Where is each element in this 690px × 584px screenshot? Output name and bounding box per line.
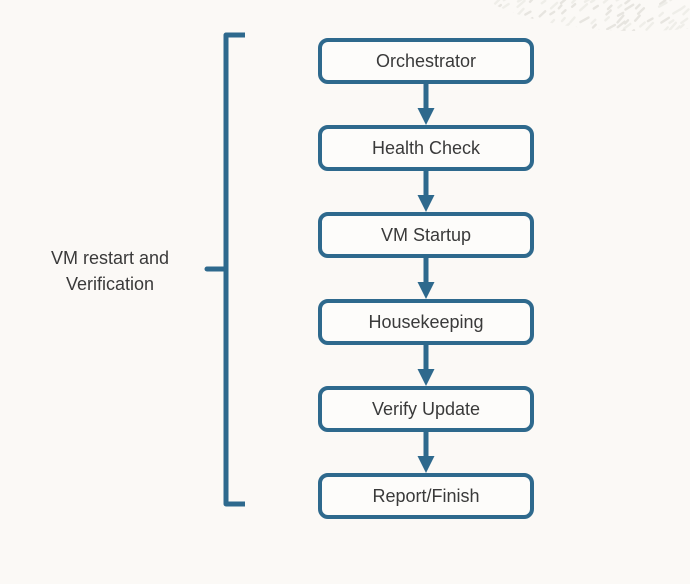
bracket-label: VM restart and Verification bbox=[15, 245, 205, 297]
flow-node: Housekeeping bbox=[318, 299, 534, 345]
flow-node: Orchestrator bbox=[318, 38, 534, 84]
bracket-label-line2: Verification bbox=[65, 274, 155, 294]
flow-node: VM Startup bbox=[318, 212, 534, 258]
down-arrow-icon bbox=[417, 258, 435, 299]
flow-node: Verify Update bbox=[318, 386, 534, 432]
flow-node-label: Orchestrator bbox=[375, 50, 477, 71]
down-arrow-icon bbox=[417, 432, 435, 473]
flow-node-label: VM Startup bbox=[380, 224, 472, 245]
bracket-label-line1: VM restart and bbox=[50, 248, 170, 268]
down-arrow-icon bbox=[417, 84, 435, 125]
corner-texture-decoration bbox=[492, 0, 690, 31]
flow-node: Report/Finish bbox=[318, 473, 534, 519]
flow-node-label: Health Check bbox=[371, 137, 481, 158]
group-bracket bbox=[204, 32, 245, 507]
bracket-spine bbox=[223, 32, 245, 507]
down-arrow-icon bbox=[417, 171, 435, 212]
flow-node-label: Verify Update bbox=[371, 398, 481, 419]
flow-node-label: Report/Finish bbox=[372, 485, 480, 506]
down-arrow-icon bbox=[417, 345, 435, 386]
flow-node-label: Housekeeping bbox=[368, 311, 484, 332]
flow-nodes: Orchestrator Health Check VM Startup Hou… bbox=[318, 38, 534, 519]
flow-node: Health Check bbox=[318, 125, 534, 171]
